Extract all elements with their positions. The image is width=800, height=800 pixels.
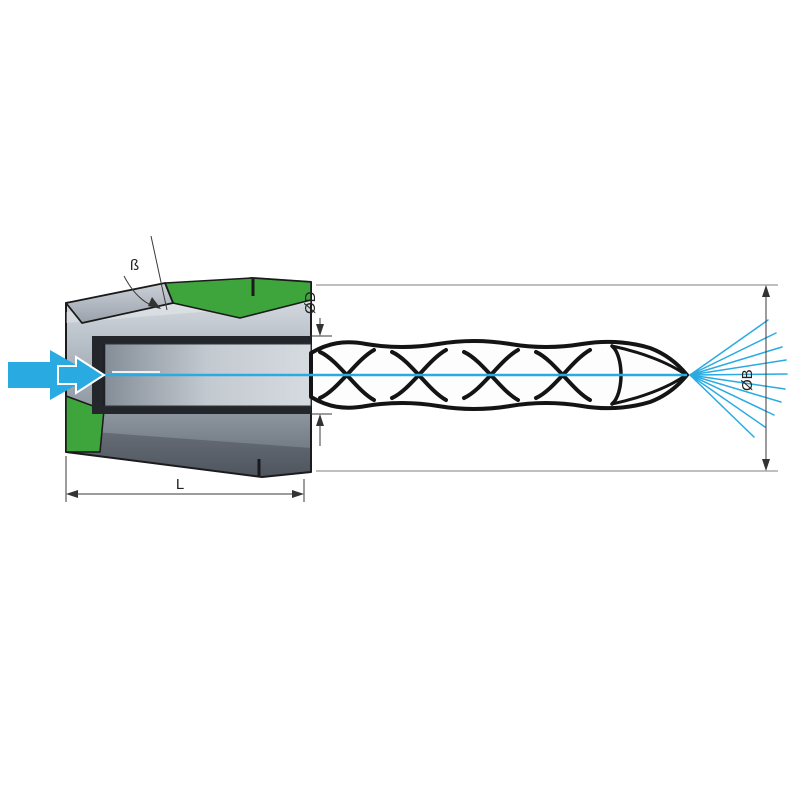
outer-diameter-extension-lines [316,284,778,472]
collet-facet [65,282,174,324]
dimension-outer-diameter: ØB [739,285,770,471]
collet-shading [66,430,311,477]
bore-diameter-label: ØD [302,291,319,314]
coolant-arrow-outer [8,350,94,400]
collet [65,277,312,478]
coolant-arrow-inner [57,355,106,395]
dimension-bore-diameter: ØD [302,291,332,446]
angle-arrowhead [148,297,161,309]
length-label: L [176,476,184,493]
angle-label: ß [130,257,139,274]
dimension-angle: ß [123,235,168,311]
outer-diameter-label: ØB [739,369,756,391]
dimension-length: L [65,456,305,502]
coolant-spray [689,319,788,438]
